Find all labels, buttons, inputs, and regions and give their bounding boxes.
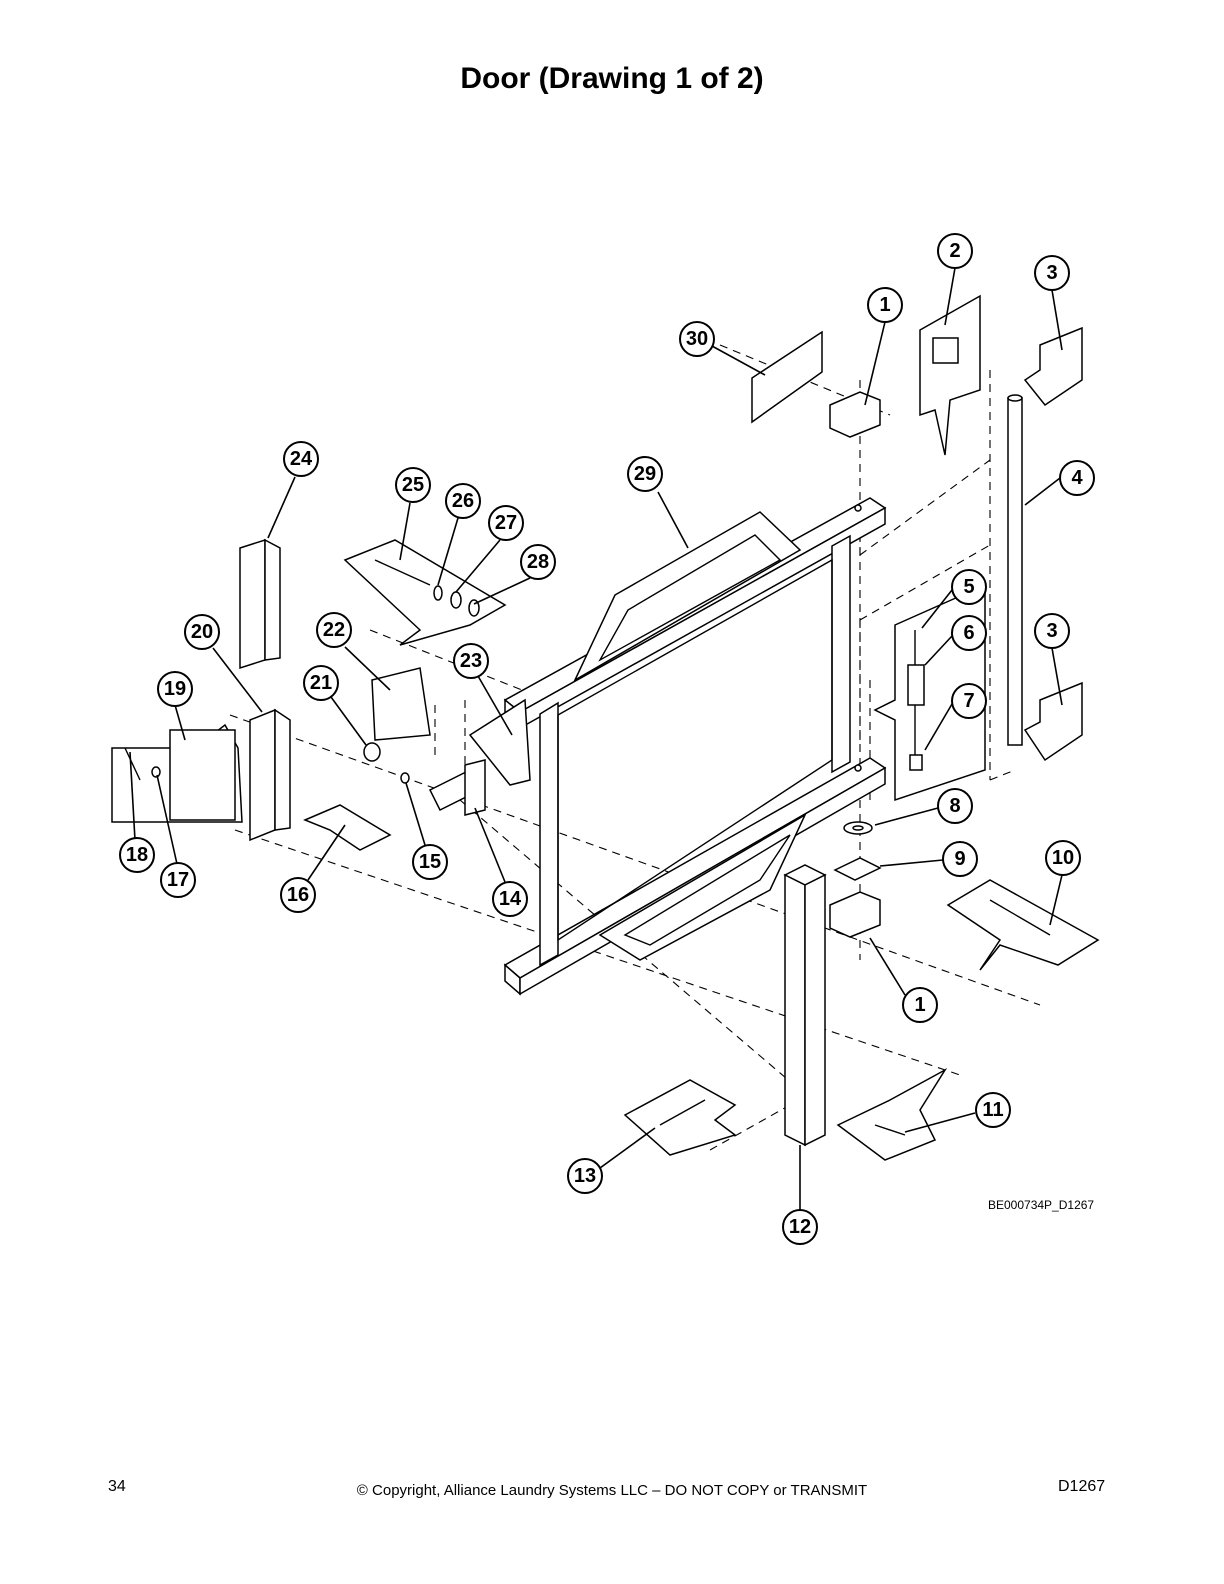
callout-label: 13 (574, 1165, 596, 1187)
callout-20: 20 (184, 614, 220, 650)
callout-label: 20 (191, 621, 213, 643)
callout-23: 23 (453, 643, 489, 679)
door-frame (503, 497, 887, 996)
callout-22: 22 (316, 612, 352, 648)
callout-label: 1 (914, 994, 925, 1016)
callout-label: 26 (452, 490, 474, 512)
hardware-inset-2 (919, 294, 981, 456)
callout-label: 17 (167, 869, 189, 891)
callout-label: 28 (527, 551, 549, 573)
callout-label: 25 (402, 474, 424, 496)
callout-4: 4 (1059, 460, 1095, 496)
callout-label: 8 (949, 795, 960, 817)
callout-11: 11 (975, 1092, 1011, 1128)
callout-15: 15 (412, 844, 448, 880)
hardware-inset-30 (751, 330, 823, 424)
callout-17: 17 (160, 862, 196, 898)
callout-label: 19 (164, 678, 186, 700)
callout-8: 8 (937, 788, 973, 824)
hardware-inset-22 (371, 667, 431, 741)
copyright-notice: © Copyright, Alliance Laundry Systems LL… (356, 1482, 868, 1499)
callouts: 1 2 3 4 5 6 7 3 8 9 10 1 11 12 13 14 15 … (119, 233, 1095, 1245)
callout-7: 7 (951, 683, 987, 719)
callout-19: 19 (157, 671, 193, 707)
callout-label: 4 (1071, 467, 1083, 489)
page-number: 34 (108, 1478, 126, 1495)
callout-28: 28 (520, 544, 556, 580)
callout-2: 2 (937, 233, 973, 269)
hardware-inset-13 (623, 1079, 737, 1156)
drawing-id: BE000734P_D1267 (988, 1198, 1095, 1212)
callout-label: 2 (949, 240, 960, 262)
callout-label: 7 (963, 690, 974, 712)
callout-13: 13 (567, 1158, 603, 1194)
callout-label: 14 (499, 888, 522, 910)
hardware-inset-25-28 (343, 539, 507, 646)
callout-label: 5 (963, 576, 974, 598)
callout-label: 6 (963, 622, 974, 644)
callout-label: 29 (634, 463, 656, 485)
callout-label: 27 (495, 512, 517, 534)
callout-label: 24 (290, 448, 313, 470)
callout-18: 18 (119, 837, 155, 873)
hinge-blocks (829, 391, 881, 938)
callout-label: 11 (982, 1099, 1003, 1121)
hardware-inset-3 (1023, 326, 1083, 762)
callout-6: 6 (951, 615, 987, 651)
callout-16: 16 (280, 877, 316, 913)
callout-label: 30 (686, 328, 708, 350)
hardware-inset-23 (468, 698, 531, 786)
callout-27: 27 (488, 505, 524, 541)
callout-label: 21 (310, 672, 332, 694)
callout-label: 18 (126, 844, 148, 866)
document-code: D1267 (1058, 1478, 1106, 1495)
callout-9: 9 (942, 841, 978, 877)
callout-label: 15 (419, 851, 441, 873)
callout-label: 3 (1046, 262, 1057, 284)
latch-cylinder (363, 742, 486, 816)
callout-label: 12 (789, 1216, 811, 1238)
hardware-inset-16 (303, 804, 392, 851)
side-brackets (239, 538, 291, 842)
callout-12: 12 (782, 1209, 818, 1245)
leader-lines (129, 267, 1063, 1210)
callout-3-bottom: 3 (1034, 613, 1070, 649)
callout-24: 24 (283, 441, 319, 477)
callout-25: 25 (395, 467, 431, 503)
hardware-inset-10 (946, 879, 1100, 971)
callout-label: 10 (1052, 847, 1074, 869)
hinge-rod (1007, 394, 1023, 746)
callout-29: 29 (627, 456, 663, 492)
callout-1-bottom: 1 (902, 987, 938, 1023)
callout-label: 9 (954, 848, 965, 870)
page-title: Door (Drawing 1 of 2) (460, 62, 764, 95)
callout-label: 3 (1046, 620, 1057, 642)
front-stile-cover (783, 864, 827, 1147)
callout-26: 26 (445, 483, 481, 519)
callout-10: 10 (1045, 840, 1081, 876)
callout-5: 5 (951, 569, 987, 605)
callout-label: 1 (879, 294, 890, 316)
callout-label: 22 (323, 619, 345, 641)
callout-label: 16 (287, 884, 309, 906)
callout-21: 21 (303, 665, 339, 701)
hardware-inset-17-19 (111, 723, 243, 823)
hardware-inset-11 (836, 1067, 948, 1161)
callout-1-top: 1 (867, 287, 903, 323)
callout-label: 23 (460, 650, 482, 672)
callout-14: 14 (492, 881, 528, 917)
callout-3-top: 3 (1034, 255, 1070, 291)
hinge-washer-and-plate (833, 821, 882, 881)
callout-30: 30 (679, 321, 715, 357)
